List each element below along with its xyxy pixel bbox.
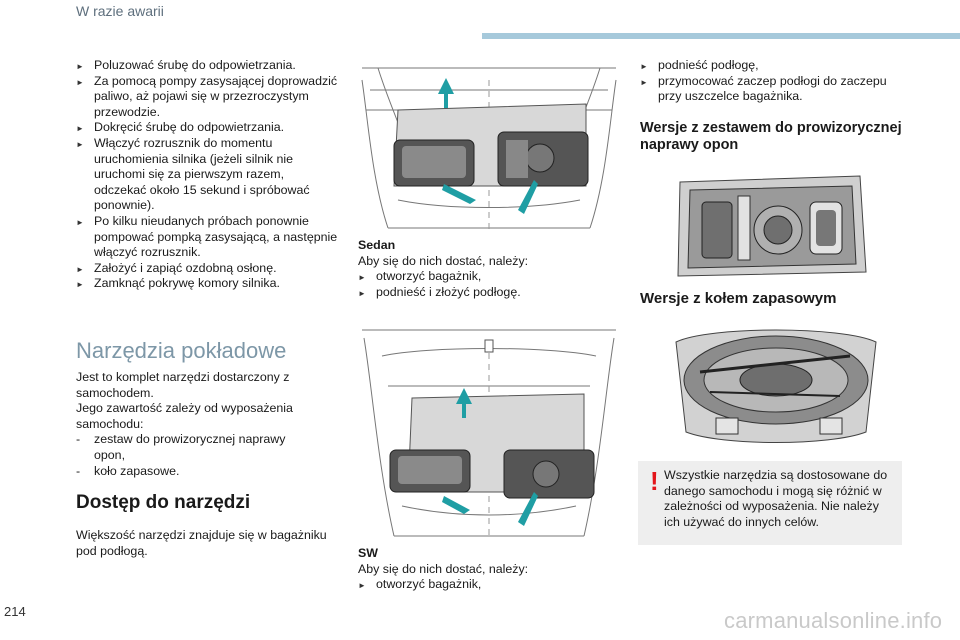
repair-kit-illustration <box>677 175 867 277</box>
running-header: W razie awarii <box>76 3 164 19</box>
step-item: Zamknąć pokrywę komory silnika. <box>76 276 338 292</box>
step-item: otworzyć bagażnik, <box>358 269 620 285</box>
sedan-trunk-illustration <box>361 67 617 230</box>
step-item: otworzyć bagażnik, <box>358 577 620 593</box>
spare-wheel-illustration <box>675 329 877 443</box>
sw-trunk-illustration <box>362 329 616 538</box>
step-item: Poluzować śrubę do odpowietrzania. <box>76 58 338 74</box>
header-accent-bar <box>482 33 960 39</box>
access-title: Dostęp do narzędzi <box>76 492 251 513</box>
option-item: zestaw do prowizorycznej naprawy opon, <box>76 432 316 463</box>
footer-watermark-link[interactable]: carmanualsonline.info <box>724 608 943 633</box>
step-item: przymocować zaczep podłogi do zaczepu pr… <box>640 74 902 105</box>
section-title: Narzędzia pokładowe <box>76 338 287 363</box>
bleeding-steps: Poluzować śrubę do odpowietrzania. Za po… <box>76 58 338 292</box>
tools-intro: Jest to komplet narzędzi dostarczony z s… <box>76 370 316 479</box>
option-item: koło zapasowe. <box>76 464 316 480</box>
sedan-caption: Sedan Aby się do nich dostać, należy: ot… <box>358 238 620 301</box>
warning-icon: ! <box>650 466 659 496</box>
caption-lead: Aby się do nich dostać, należy: <box>358 253 529 268</box>
kit-version-title: Wersje z zestawem do prowizorycznej napr… <box>640 120 902 153</box>
floor-steps: podnieść podłogę, przymocować zaczep pod… <box>640 58 902 105</box>
step-item: podnieść podłogę, <box>640 58 902 74</box>
warning-text: Wszystkie narzędzia są dostosowane do da… <box>664 468 888 529</box>
access-text: Większość narzędzi znajduje się w bagażn… <box>76 528 327 558</box>
caption-title: Sedan <box>358 238 396 252</box>
warning-box <box>638 461 902 545</box>
sw-caption: SW Aby się do nich dostać, należy: otwor… <box>358 546 620 593</box>
step-item: Dokręcić śrubę do odpowietrzania. <box>76 120 338 136</box>
page-number: 214 <box>4 604 26 619</box>
step-item: podnieść i złożyć podłogę. <box>358 285 620 301</box>
intro-text: Jego zawartość zależy od wyposażenia sam… <box>76 401 293 431</box>
caption-title: SW <box>358 546 378 560</box>
intro-text: Jest to komplet narzędzi dostarczony z s… <box>76 370 290 400</box>
step-item: Założyć i zapiąć ozdobną osłonę. <box>76 261 338 277</box>
caption-lead: Aby się do nich dostać, należy: <box>358 561 529 576</box>
step-item: Za pomocą pompy zasysającej doprowadzić … <box>76 74 338 121</box>
step-item: Włączyć rozrusznik do momentu uruchomien… <box>76 136 338 214</box>
spare-version-title: Wersje z kołem zapasowym <box>640 290 837 307</box>
step-item: Po kilku nieudanych próbach ponownie pom… <box>76 214 338 261</box>
